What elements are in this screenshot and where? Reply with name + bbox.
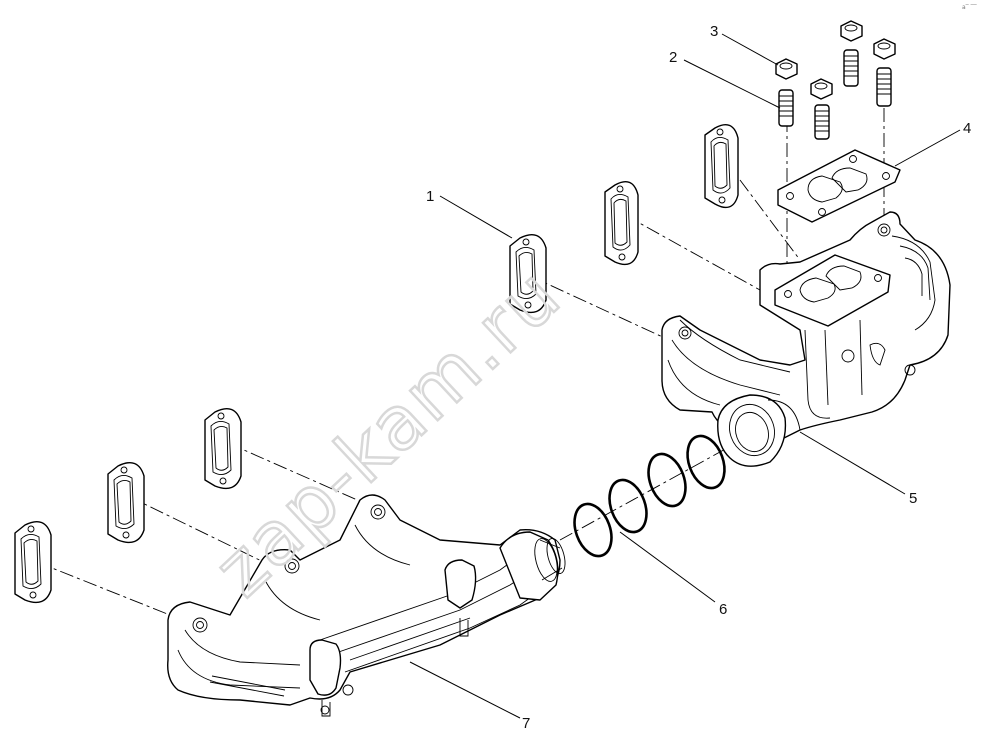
stud xyxy=(778,89,794,127)
sealing-ring xyxy=(573,502,613,558)
gasket xyxy=(14,521,52,604)
nut xyxy=(810,78,833,100)
callout-6: 6 xyxy=(719,601,727,618)
callout-1: 1 xyxy=(426,188,434,205)
callout-labels: 1 2 3 4 5 6 7 xyxy=(426,23,971,732)
nut xyxy=(873,38,896,60)
callout-3: 3 xyxy=(710,23,718,40)
center-lines xyxy=(36,108,885,626)
nuts xyxy=(775,20,896,100)
callout-4: 4 xyxy=(963,120,971,137)
sealing-rings xyxy=(573,434,726,558)
nut xyxy=(775,58,798,80)
gasket xyxy=(107,462,145,544)
sealing-ring xyxy=(608,478,648,534)
rear-manifold xyxy=(661,211,951,467)
callout-5: 5 xyxy=(909,490,917,507)
leader-lines xyxy=(409,33,961,719)
gasket xyxy=(604,181,639,266)
exhaust-gaskets xyxy=(14,124,739,604)
callout-7: 7 xyxy=(522,715,530,732)
sealing-ring xyxy=(686,434,726,490)
front-manifold xyxy=(167,494,566,717)
gasket xyxy=(204,408,242,490)
sealing-ring xyxy=(647,452,687,508)
corner-mark: a‾ ‾‾ xyxy=(962,4,978,11)
stud xyxy=(843,49,859,87)
stud xyxy=(876,67,892,107)
stud xyxy=(814,104,830,140)
gasket xyxy=(704,124,739,209)
turbo-flange-gasket xyxy=(777,149,901,223)
studs xyxy=(778,49,892,140)
callout-2: 2 xyxy=(669,49,677,66)
gasket xyxy=(509,234,547,314)
nut xyxy=(840,20,863,42)
